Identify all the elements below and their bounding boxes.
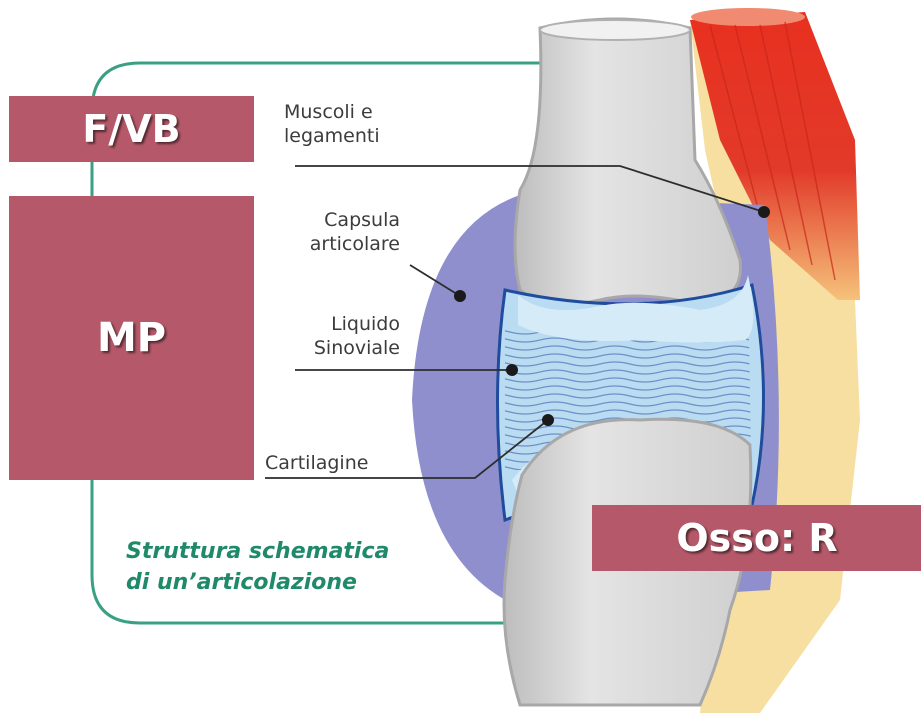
label-capsula-line2: articolare [270,232,400,256]
tag-fvb: F/VB [9,96,254,162]
diagram-caption: Struttura schematica di un’articolazione [126,536,389,598]
label-liquido-line2: Sinoviale [270,336,400,360]
label-liquido: Liquido Sinoviale [270,312,400,360]
tag-osso-text: Osso: R [676,516,837,560]
caption-line2: di un’articolazione [126,567,389,598]
marker-liquido [506,364,518,376]
tag-fvb-text: F/VB [82,107,180,151]
tag-mp: MP [9,196,254,480]
marker-cartilagine [542,414,554,426]
label-muscoli: Muscoli e legamenti [284,100,380,148]
tag-mp-text: MP [97,315,166,361]
label-liquido-line1: Liquido [270,312,400,336]
label-muscoli-line1: Muscoli e [284,100,380,124]
label-muscoli-line2: legamenti [284,124,380,148]
label-cartilagine-text: Cartilagine [265,451,368,475]
tag-osso: Osso: R [592,505,921,571]
marker-capsula [454,290,466,302]
label-capsula: Capsula articolare [270,208,400,256]
label-capsula-line1: Capsula [270,208,400,232]
label-cartilagine: Cartilagine [265,451,368,475]
marker-muscoli [758,206,770,218]
caption-line1: Struttura schematica [126,536,389,567]
